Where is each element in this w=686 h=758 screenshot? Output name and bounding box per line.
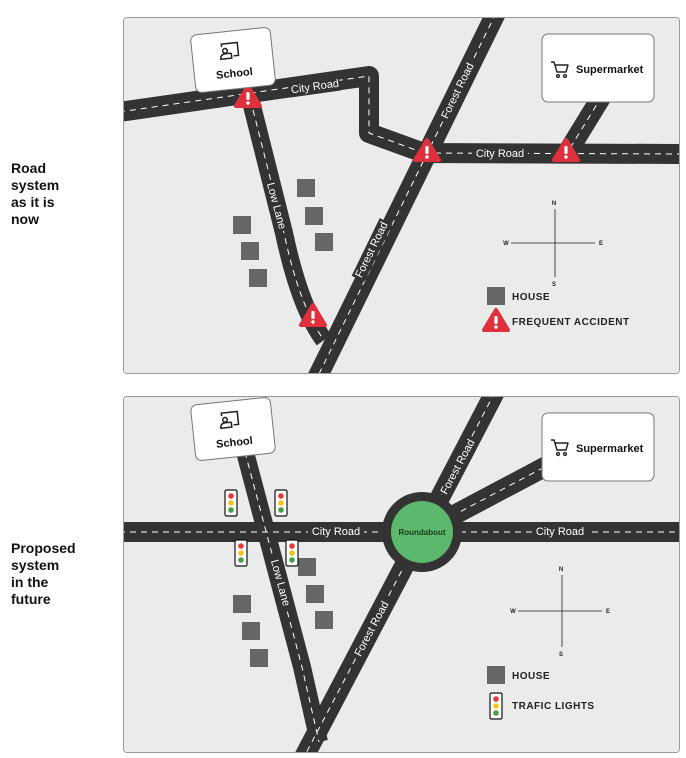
current-system-label-line: system	[11, 177, 60, 193]
traffic-light-icon	[285, 539, 299, 567]
svg-text:W: W	[503, 241, 509, 247]
city-road-east	[423, 143, 679, 164]
house-icon	[233, 595, 251, 613]
svg-text:School: School	[216, 66, 254, 82]
svg-text:E: E	[606, 609, 610, 615]
traffic-light-icon	[234, 539, 248, 567]
svg-text:FREQUENT ACCIDENT: FREQUENT ACCIDENT	[512, 317, 630, 328]
proposed-system-label-line: Proposed	[11, 540, 76, 556]
proposed-system-label: Proposed system in the future	[11, 540, 111, 608]
svg-text:S: S	[559, 652, 563, 658]
school-marker: School	[190, 397, 276, 461]
legend: HOUSE TRAFIC LIGHTS	[487, 666, 595, 720]
current-system-label-line: as it is	[11, 194, 55, 210]
svg-text:HOUSE: HOUSE	[512, 292, 550, 303]
city-road-label-west: City Road	[308, 525, 364, 539]
city-road-label-east: City Road	[532, 525, 588, 539]
house-icon	[233, 216, 251, 234]
proposed-system-label-line: system	[11, 557, 60, 573]
traffic-light-icon	[224, 489, 238, 517]
svg-text:HOUSE: HOUSE	[512, 671, 550, 682]
house-icon	[315, 611, 333, 629]
house-icon	[306, 585, 324, 603]
city-road-label-east: City Road	[472, 147, 528, 161]
house-icon	[249, 269, 267, 287]
proposed-road-map: City Road City Road Forest Road Forest R…	[123, 396, 680, 753]
school-icon	[220, 410, 240, 430]
shopping-cart-icon	[551, 61, 569, 79]
house-icon	[305, 207, 323, 225]
svg-text:N: N	[552, 201, 556, 207]
proposed-system-label-line: in the	[11, 574, 49, 590]
svg-text:N: N	[559, 567, 563, 573]
current-system-label: Road system as it is now	[11, 160, 111, 228]
house-icon	[487, 666, 505, 684]
legend: HOUSE FREQUENT ACCIDENT	[482, 287, 630, 332]
house-icon	[315, 233, 333, 251]
traffic-light-icon	[489, 692, 503, 720]
traffic-light-icon	[274, 489, 288, 517]
svg-text:Roundabout: Roundabout	[398, 528, 445, 537]
current-system-label-line: Road	[11, 160, 46, 176]
compass: N S E W	[503, 201, 603, 288]
school-marker: School	[190, 27, 276, 93]
house-icon	[487, 287, 505, 305]
svg-text:Supermarket: Supermarket	[576, 64, 644, 76]
svg-text:S: S	[552, 282, 556, 288]
compass: N S E W	[510, 567, 610, 658]
school-icon	[220, 41, 240, 61]
svg-text:Supermarket: Supermarket	[576, 443, 644, 455]
svg-text:City Road: City Road	[536, 526, 584, 538]
house-icon	[298, 558, 316, 576]
current-road-map: City Road City Road Forest Road Forest R…	[123, 17, 680, 374]
svg-text:E: E	[599, 241, 603, 247]
svg-text:School: School	[216, 435, 254, 451]
roundabout: Roundabout	[382, 492, 462, 572]
supermarket-marker: Supermarket	[541, 33, 655, 103]
shopping-cart-icon	[551, 439, 569, 457]
house-icon	[250, 649, 268, 667]
house-icon	[297, 179, 315, 197]
supermarket-marker: Supermarket	[541, 412, 655, 482]
city-road-label-west: City Road	[289, 76, 341, 98]
house-icon	[241, 242, 259, 260]
current-system-label-line: now	[11, 211, 39, 227]
svg-text:City Road: City Road	[312, 526, 360, 538]
svg-text:W: W	[510, 609, 516, 615]
house-icon	[242, 622, 260, 640]
proposed-system-label-line: future	[11, 591, 51, 607]
svg-text:TRAFIC LIGHTS: TRAFIC LIGHTS	[512, 701, 595, 712]
svg-text:City Road: City Road	[476, 148, 524, 160]
